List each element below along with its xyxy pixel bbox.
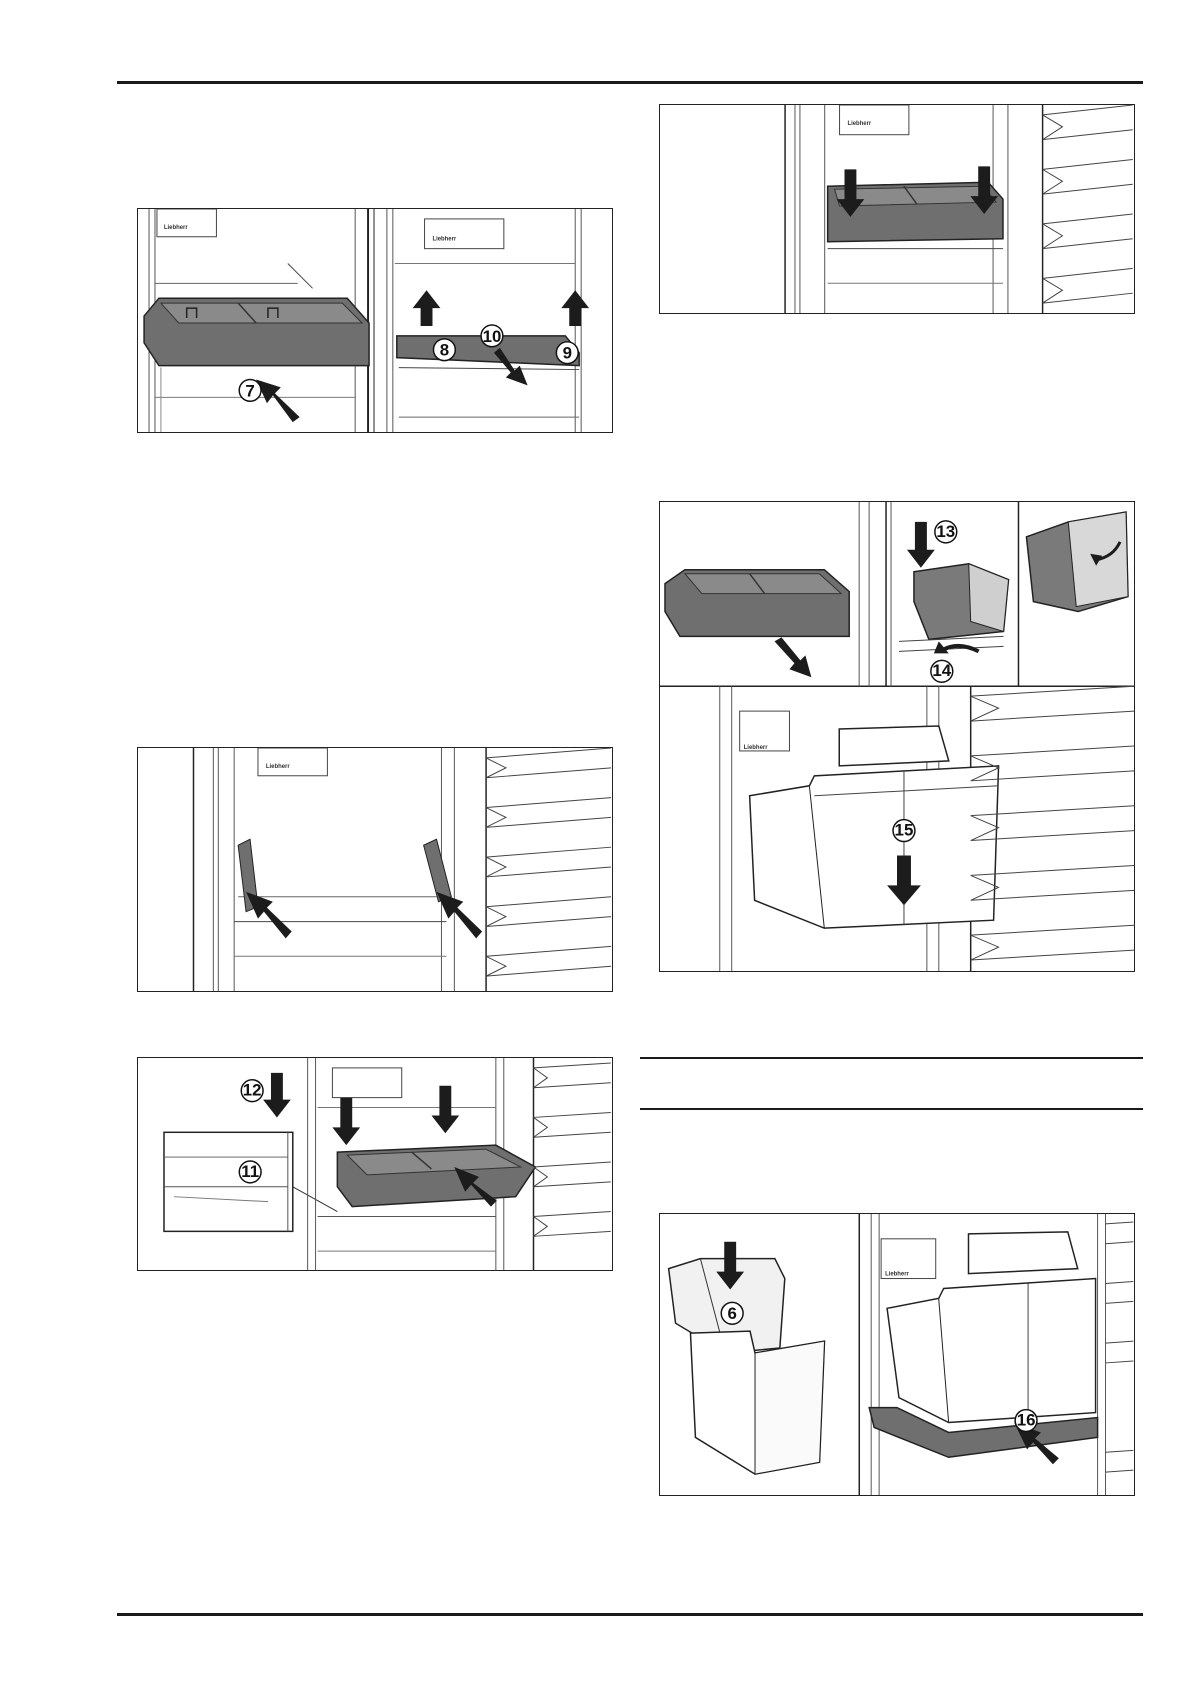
drawer-bin (748, 765, 1000, 929)
arrow-down-icon (716, 1241, 745, 1290)
figure-tray-lowering-drawing: Liebherr (784, 105, 1133, 313)
step-badge-11 (238, 1160, 262, 1184)
section-rule-bottom (640, 1108, 1143, 1110)
arrow-down-icon (836, 169, 865, 217)
arrow-up-icon (412, 290, 441, 326)
figure-rails: Liebherr (137, 747, 613, 992)
step-number: 10 (483, 327, 502, 346)
step-badge-12 (240, 1079, 264, 1103)
arrow-down-icon (332, 1097, 361, 1146)
step-number: 16 (1017, 1410, 1036, 1429)
step-badge-15 (892, 818, 916, 843)
door-shelves (533, 1062, 611, 1237)
door-shelves (1042, 105, 1133, 304)
curved-arrow-icon (942, 643, 980, 654)
step-badge-13 (934, 520, 958, 544)
step-number: 6 (727, 1304, 736, 1323)
figure-tray-insert: 11 12 (137, 1057, 613, 1271)
step-badge-14 (930, 659, 954, 683)
figure-tray-insert-drawing: 11 12 (163, 1058, 611, 1270)
step-number: 15 (895, 821, 914, 840)
step-number: 8 (440, 341, 449, 360)
rail-right (423, 838, 452, 903)
arrow-icon (436, 891, 483, 939)
figure-drawer-insert: 6 Liebherr 16 (659, 1213, 1135, 1496)
step-number: 9 (563, 344, 572, 363)
step-badge-7 (238, 378, 262, 403)
brand-label: Liebherr (885, 1272, 909, 1278)
arrow-icon (493, 347, 528, 386)
section-rule-top (640, 1057, 1143, 1059)
step-number: 12 (243, 1081, 262, 1100)
arrow-up-icon (561, 290, 590, 326)
arrow-icon (454, 1166, 497, 1207)
figure-tray-removal-drawing: Liebherr 7 Liebherr 8 10 9 (143, 209, 590, 432)
drawer-bin (886, 1277, 1097, 1424)
brand-label: Liebherr (744, 745, 769, 751)
door-shelves (1105, 1221, 1134, 1473)
arrow-down-icon (431, 1085, 460, 1134)
arrow-down-icon (263, 1072, 291, 1118)
detail-inset (163, 1131, 294, 1233)
figure-drawer-removal-drawing: 13 14 Liebherr 15 (660, 502, 1134, 971)
step-badge-9 (555, 341, 579, 365)
step-badge-10 (480, 324, 504, 348)
step-badge-6 (720, 1301, 744, 1325)
arrow-icon (256, 379, 300, 423)
arrow-down-icon (970, 166, 999, 214)
figure-drawer-removal: 13 14 Liebherr 15 (659, 501, 1135, 972)
figure-tray-removal: Liebherr 7 Liebherr 8 10 9 (137, 208, 613, 433)
door-shelves (970, 685, 1134, 961)
figure-rails-drawing: Liebherr (192, 748, 612, 991)
door-shelves (485, 748, 612, 977)
step-number: 11 (241, 1162, 259, 1181)
brand-label: Liebherr (432, 237, 456, 243)
arrow-icon (1014, 1422, 1059, 1465)
arrow-down-icon (906, 521, 935, 568)
step-badge-16 (1014, 1408, 1038, 1433)
brand-label: Liebherr (164, 225, 188, 231)
brand-label: Liebherr (266, 764, 290, 770)
step-number: 14 (932, 661, 951, 680)
figure-drawer-insert-drawing: 6 Liebherr 16 (667, 1214, 1134, 1495)
brand-label: Liebherr (847, 121, 871, 127)
step-number: 7 (245, 381, 254, 400)
arrow-icon (774, 637, 812, 678)
step-badge-8 (432, 338, 457, 362)
step-number: 13 (936, 522, 955, 541)
figure-tray-lowering: Liebherr (659, 104, 1135, 314)
header-rule (117, 81, 1143, 84)
arrow-icon (246, 891, 292, 939)
arrow-down-icon (887, 855, 921, 906)
footer-rule (117, 1613, 1143, 1616)
